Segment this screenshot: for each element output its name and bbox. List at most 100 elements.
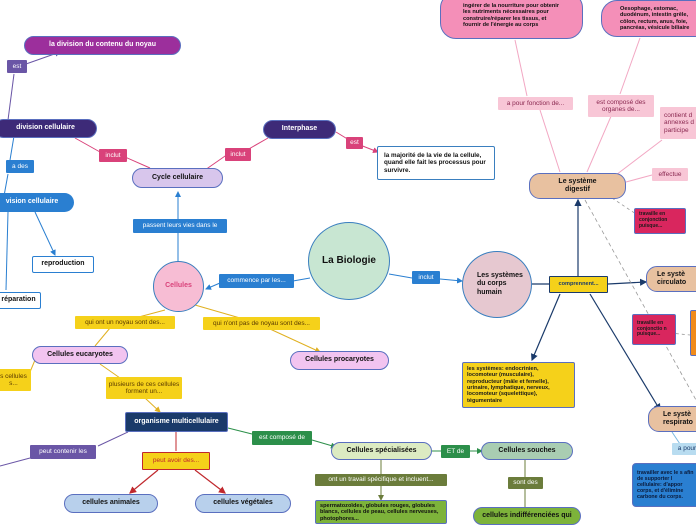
edge-organisme-peutcontenir xyxy=(97,431,129,447)
cellules-node[interactable]: Cellules xyxy=(153,261,204,312)
spermatozoides-node[interactable]: spermatozoïdes, globules rouges, globule… xyxy=(315,500,447,524)
systeme-respiratoire-node[interactable]: Le systè respirato xyxy=(648,406,696,432)
edge-ades-division2 xyxy=(3,173,9,197)
label-plusieurs: plusieurs de ces cellules forment un... xyxy=(106,377,182,399)
division-contenu-node[interactable]: la division du contenu du noyau xyxy=(24,36,181,55)
edge-compose-oesophage xyxy=(619,37,641,95)
cellules-souches-label: Cellules souches xyxy=(498,446,556,454)
edge-comprennent-liste xyxy=(531,293,561,362)
division-contenu-label: la division du contenu du noyau xyxy=(49,41,156,49)
label-peut-avoir: peut avoir des... xyxy=(142,452,210,470)
cycle-cellulaire-label: Cycle cellulaire xyxy=(152,173,203,181)
systeme-digestif-node[interactable]: Le système digestif xyxy=(529,173,626,199)
cellules-procaryotes-node[interactable]: Cellules procaryotes xyxy=(290,351,389,370)
cellules-fragment-node[interactable]: s cellules s... xyxy=(0,369,31,391)
edge-respiratoire-apour xyxy=(671,431,681,445)
systeme-digestif-label: Le système digestif xyxy=(558,177,597,193)
label-est-2: est xyxy=(346,137,363,149)
systeme-circulatoire-node[interactable]: Le systè circulato xyxy=(646,266,696,292)
oesophage-label: Oesophage, estomac, duodénum, intestin g… xyxy=(620,5,690,31)
edge-travaille1 xyxy=(611,197,637,215)
reparation-label: réparation xyxy=(1,296,36,304)
edge-commence-cellules xyxy=(205,282,221,290)
division-cellulaire-label: division cellulaire xyxy=(16,124,75,132)
organisme-multicellulaire-node[interactable]: organisme multicellulaire xyxy=(125,412,228,432)
label-sont-des: sont des xyxy=(508,477,543,489)
edge-ontnoyau-eucaryotes xyxy=(94,327,111,347)
edge-peutavoir-vegetales xyxy=(194,469,226,494)
center-topic[interactable]: La Biologie xyxy=(308,222,390,300)
travailler-avec-label: travailler avec le s afin de supporter l… xyxy=(637,469,694,501)
edge-est-definition xyxy=(359,144,379,153)
label-inclut-2: inclut xyxy=(225,148,251,161)
cellules-souches-node[interactable]: Cellules souches xyxy=(481,442,573,460)
edge-organisme-compose xyxy=(227,427,253,435)
systeme-respiratoire-label: Le systè respirato xyxy=(663,410,693,426)
travaille-conjonction-1-node[interactable]: travaille en conjonction puisque... xyxy=(634,208,686,234)
division-cellulaire-2-node[interactable]: vision cellulaire xyxy=(0,193,74,212)
edge-cycle-inclut2 xyxy=(124,156,151,169)
edge-division-ades xyxy=(9,135,15,161)
liste-systemes-node[interactable]: les systèmes: endocrinien, locomoteur (m… xyxy=(462,362,575,408)
label-commence: commence par les... xyxy=(219,274,294,288)
edge-division-est xyxy=(7,73,15,121)
interphase-definition-node[interactable]: la majorité de la vie de la cellule, qua… xyxy=(377,146,495,180)
cellules-eucaryotes-node[interactable]: Cellules eucaryotes xyxy=(32,346,128,364)
systemes-corps-label: Les systèmes du corps humain xyxy=(477,272,523,296)
organisme-multicellulaire-label: organisme multicellulaire xyxy=(134,417,219,425)
cellules-vegetales-node[interactable]: cellules végétales xyxy=(195,494,291,513)
travaille-conjonction-2-node[interactable]: travaille en conjonctio n puisque... xyxy=(632,314,676,345)
edge-digestif-annexes xyxy=(611,139,663,179)
travaille-conjonction-2-label: travaille en conjonctio n puisque... xyxy=(637,319,667,338)
liste-systemes-label: les systèmes: endocrinien, locomoteur (m… xyxy=(467,365,550,404)
edge-digestif-fonction xyxy=(539,109,561,173)
label-nont-pas: qui n'ont pas de noyau sont des... xyxy=(203,317,320,330)
cellules-indifferenciees-label: cellules indifférenciées qui xyxy=(482,512,572,519)
edge-cellules-nontpas xyxy=(194,304,241,319)
edge-digestif-compose xyxy=(586,113,613,173)
label-inclut-1: inclut xyxy=(99,149,127,162)
cellules-indifferenciees-node[interactable]: cellules indifférenciées qui xyxy=(473,507,581,525)
label-a-pour: a pour xyxy=(672,443,696,455)
cellules-animales-label: cellules animales xyxy=(82,499,140,507)
systeme-circulatoire-label: Le systè circulato xyxy=(657,270,687,286)
orange-fragment-node[interactable] xyxy=(690,310,696,356)
annexes-node[interactable]: contient d annexes d participe xyxy=(660,107,696,139)
edge-digestif-effectue xyxy=(625,174,653,183)
cellules-label: Cellules xyxy=(165,282,192,290)
label-peut-contenir: peut contenir les xyxy=(30,445,96,459)
label-comprennent: comprennent... xyxy=(549,276,608,293)
label-pour-fonction: a pour fonction de... xyxy=(498,97,573,110)
interphase-node[interactable]: Interphase xyxy=(263,120,336,139)
ingerer-node[interactable]: ingérer de la nourriture pour obtenir le… xyxy=(440,0,583,39)
edge-inclut-division xyxy=(74,137,101,153)
label-passent: passent leurs vies dans le xyxy=(133,219,227,233)
reparation-node[interactable]: réparation xyxy=(0,292,41,309)
label-compose-organes: est composé des organes de... xyxy=(588,95,654,117)
edge-peutcontenir-left xyxy=(0,457,31,467)
edge-biologie-inclut xyxy=(388,273,413,279)
cycle-cellulaire-node[interactable]: Cycle cellulaire xyxy=(132,168,223,188)
label-compose-de: est composé de xyxy=(252,431,312,445)
edge-fonction-ingerer xyxy=(514,39,528,97)
label-ont-noyau: qui ont un noyau sont des... xyxy=(75,316,175,329)
cellules-specialisees-label: Cellules spécialisées xyxy=(346,446,417,454)
cellules-specialisees-node[interactable]: Cellules spécialisées xyxy=(331,442,432,460)
interphase-definition-label: la majorité de la vie de la cellule, qua… xyxy=(384,152,486,174)
edge-digestif-dashed xyxy=(584,199,696,401)
edge-biologie-commence xyxy=(292,277,311,282)
ingerer-label: ingérer de la nourriture pour obtenir le… xyxy=(463,2,560,28)
edge-nontpas-procaryotes xyxy=(269,328,321,353)
reproduction-label: reproduction xyxy=(41,260,85,268)
systemes-corps-node[interactable]: Les systèmes du corps humain xyxy=(462,251,532,318)
cellules-animales-node[interactable]: cellules animales xyxy=(64,494,158,513)
edge-inclut-systemes xyxy=(439,277,463,284)
label-effectue: effectue xyxy=(652,168,688,181)
division-cellulaire-node[interactable]: division cellulaire xyxy=(0,119,97,138)
travailler-avec-node[interactable]: travailler avec le s afin de supporter l… xyxy=(632,463,696,507)
travaille-conjonction-1-label: travaille en conjonction puisque... xyxy=(639,211,668,229)
edge-comprennent-circulatoire xyxy=(607,278,648,286)
reproduction-node[interactable]: reproduction xyxy=(32,256,94,273)
oesophage-node[interactable]: Oesophage, estomac, duodénum, intestin g… xyxy=(601,0,696,37)
center-topic-label: La Biologie xyxy=(322,255,376,267)
